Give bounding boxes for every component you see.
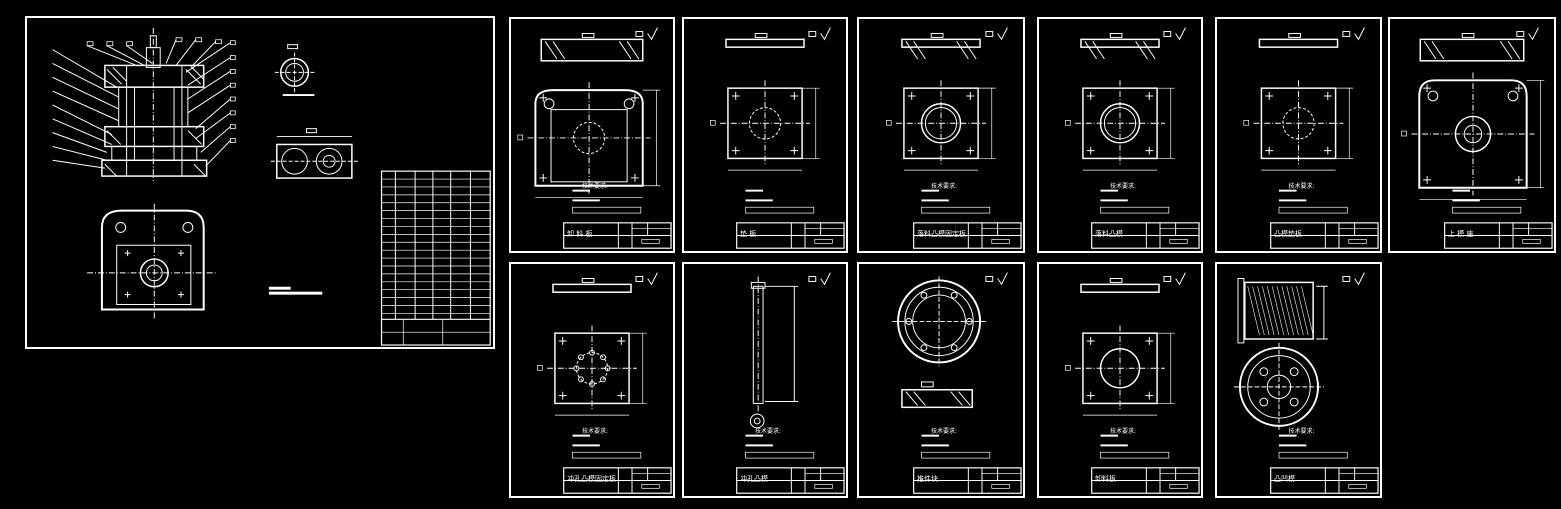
technical-requirements-label: 技术要求:	[1110, 428, 1137, 435]
part-drawing-p4	[1065, 27, 1200, 249]
part-drawing-sheet-p1: 卸 料 板 技术要求:	[509, 17, 675, 253]
technical-requirements-label: 技术要求:	[931, 183, 958, 190]
part-drawing-sheet-p10: 卸料板 技术要求:	[1037, 262, 1203, 498]
part-drawing-p10	[1065, 272, 1200, 494]
part-title: 垫 板	[740, 230, 757, 238]
part-title: 落料凸模	[1095, 230, 1123, 238]
part-drawing-p11	[1234, 272, 1379, 494]
part-drawing-p2	[710, 27, 845, 249]
part-drawing-p5	[1243, 27, 1379, 249]
part-title: 上 模 座	[1448, 230, 1474, 238]
part-drawing-sheet-p5: 凸模垫板 技术要求:	[1215, 17, 1382, 253]
part-drawing-p8	[736, 272, 845, 494]
technical-requirements-label: 技术要求:	[582, 183, 609, 190]
technical-requirements-label: 技术要求:	[931, 428, 958, 435]
technical-requirements-label: 技术要求:	[1288, 183, 1315, 190]
technical-requirements-label: 技术要求:	[755, 428, 782, 435]
part-drawing-p7	[537, 272, 672, 494]
technical-requirements-label: 技术要求:	[1110, 183, 1137, 190]
assembly-drawing-sheet	[25, 16, 495, 349]
part-drawing-sheet-p2: 垫 板	[682, 17, 848, 253]
part-title: 凸凹模	[1274, 475, 1295, 483]
part-title: 落料凸模固定板	[917, 230, 966, 238]
part-title: 冲孔凸模固定板	[567, 475, 616, 483]
part-drawing-sheet-p8: 冲孔凸模 技术要求:	[682, 262, 848, 498]
part-title: 凸模垫板	[1274, 230, 1302, 238]
technical-requirements-label: 技术要求:	[582, 428, 609, 435]
part-drawing-p3	[885, 27, 1022, 249]
part-drawing-sheet-p6: 上 模 座	[1388, 17, 1556, 253]
part-drawing-sheet-p7: 冲孔凸模固定板 技术要求:	[509, 262, 675, 498]
part-drawing-p9	[892, 272, 1022, 494]
assembly-drawing	[52, 27, 491, 346]
part-title: 卸料板	[1095, 475, 1116, 483]
part-title: 推件块	[917, 475, 938, 483]
part-drawing-sheet-p9: 推件块 技术要求:	[857, 262, 1025, 498]
part-title: 冲孔凸模	[740, 475, 768, 483]
part-drawing-p1	[517, 27, 672, 249]
part-drawing-sheet-p4: 落料凸模 技术要求:	[1037, 17, 1203, 253]
part-title: 卸 料 板	[567, 230, 593, 238]
part-drawing-sheet-p3: 落料凸模固定板技术要求:	[857, 17, 1025, 253]
technical-requirements-label: 技术要求:	[1288, 428, 1315, 435]
part-drawing-p6	[1401, 27, 1553, 249]
part-drawing-sheet-p11: 凸凹模 技术要求:	[1215, 262, 1382, 498]
